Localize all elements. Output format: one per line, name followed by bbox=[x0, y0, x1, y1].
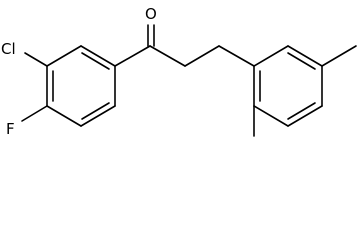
structure-canvas: Cl F O bbox=[1, 5, 357, 138]
methyl-bond-upper bbox=[321, 45, 357, 67]
ring-bond bbox=[253, 105, 289, 127]
ring-double-bond bbox=[287, 102, 316, 120]
chlorine-atom-label: Cl bbox=[1, 40, 16, 58]
ring-bond bbox=[80, 105, 116, 127]
fluorine-atom-label: F bbox=[6, 120, 15, 138]
oxygen-atom-label: O bbox=[145, 5, 157, 23]
chlorine-bond bbox=[24, 52, 48, 67]
ring-bond bbox=[80, 45, 116, 67]
chain-bond bbox=[218, 45, 255, 67]
ring-bond bbox=[287, 105, 323, 127]
aryl-carbonyl-bond bbox=[114, 45, 151, 67]
fluorine-bond bbox=[21, 105, 48, 122]
chain-bond bbox=[184, 45, 220, 67]
ring-double-bond bbox=[81, 52, 110, 70]
molecule-drawing: Cl F O bbox=[1, 5, 357, 138]
ring-double-bond bbox=[81, 102, 110, 120]
dimethylphenyl-ring bbox=[253, 45, 323, 127]
chain-bond bbox=[149, 45, 186, 67]
chlorofluorophenyl-ring bbox=[46, 45, 116, 127]
ring-bond bbox=[287, 45, 323, 67]
ring-bond bbox=[46, 105, 82, 127]
ring-bond bbox=[253, 45, 289, 67]
ring-bond bbox=[46, 45, 82, 67]
ring-double-bond bbox=[287, 52, 316, 70]
